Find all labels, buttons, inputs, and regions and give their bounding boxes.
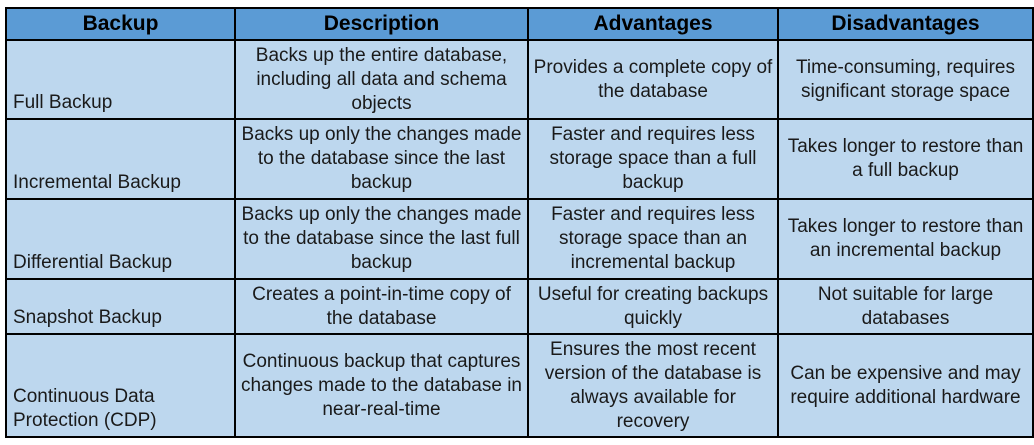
- disadvantages-cell: Takes longer to restore than an incremen…: [777, 198, 1034, 280]
- disadvantages-cell: Can be expensive and may require additio…: [777, 333, 1034, 438]
- description-cell: Backs up only the changes made to the da…: [234, 118, 529, 200]
- column-header-backup: Backup: [5, 7, 236, 41]
- description-cell: Continuous backup that captures changes …: [234, 333, 529, 438]
- description-cell: Backs up the entire database, including …: [234, 39, 529, 120]
- backup-type-cell: Snapshot Backup: [5, 278, 236, 335]
- backup-type-cell: Full Backup: [5, 39, 236, 120]
- advantages-cell: Useful for creating backups quickly: [527, 278, 779, 335]
- description-cell: Creates a point-in-time copy of the data…: [234, 278, 529, 335]
- table-row: Snapshot Backup Creates a point-in-time …: [5, 278, 1034, 335]
- table-row: Full Backup Backs up the entire database…: [5, 39, 1034, 120]
- backup-type-cell: Continuous Data Protection (CDP): [5, 333, 236, 438]
- advantages-cell: Faster and requires less storage space t…: [527, 118, 779, 200]
- table-header-row: Backup Description Advantages Disadvanta…: [5, 7, 1034, 41]
- description-cell: Backs up only the changes made to the da…: [234, 198, 529, 280]
- backup-table-container: Backup Description Advantages Disadvanta…: [5, 7, 1034, 438]
- column-header-disadvantages: Disadvantages: [777, 7, 1034, 41]
- backup-type-cell: Incremental Backup: [5, 118, 236, 200]
- backup-comparison-table: Backup Description Advantages Disadvanta…: [5, 7, 1034, 438]
- backup-type-cell: Differential Backup: [5, 198, 236, 280]
- table-row: Differential Backup Backs up only the ch…: [5, 198, 1034, 280]
- disadvantages-cell: Not suitable for large databases: [777, 278, 1034, 335]
- advantages-cell: Ensures the most recent version of the d…: [527, 333, 779, 438]
- table-row: Continuous Data Protection (CDP) Continu…: [5, 333, 1034, 438]
- advantages-cell: Faster and requires less storage space t…: [527, 198, 779, 280]
- disadvantages-cell: Takes longer to restore than a full back…: [777, 118, 1034, 200]
- table-row: Incremental Backup Backs up only the cha…: [5, 118, 1034, 200]
- advantages-cell: Provides a complete copy of the database: [527, 39, 779, 120]
- column-header-advantages: Advantages: [527, 7, 779, 41]
- disadvantages-cell: Time-consuming, requires significant sto…: [777, 39, 1034, 120]
- column-header-description: Description: [234, 7, 529, 41]
